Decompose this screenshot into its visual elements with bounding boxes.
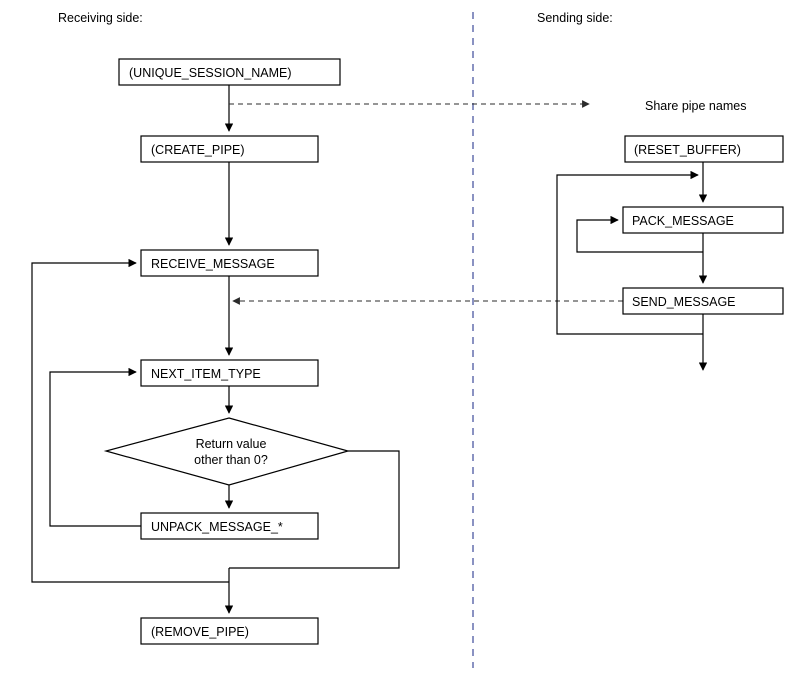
node-send-message[interactable]: SEND_MESSAGE: [622, 287, 784, 315]
share-pipe-names-label: Share pipe names: [645, 99, 746, 113]
node-label-next-item-type: NEXT_ITEM_TYPE: [151, 367, 261, 381]
node-remove-pipe[interactable]: (REMOVE_PIPE): [140, 617, 319, 645]
decision-label-line2: other than 0?: [194, 453, 268, 467]
node-label-remove-pipe: (REMOVE_PIPE): [151, 625, 249, 639]
node-create-pipe[interactable]: (CREATE_PIPE): [140, 135, 319, 163]
edge-decision-no-to-removepipe: [229, 450, 400, 569]
edge-unpack-loop-to-nextitem: [49, 367, 141, 527]
receiving-side-title: Receiving side:: [58, 11, 143, 25]
node-return-value-decision[interactable]: Return value other than 0?: [103, 417, 351, 486]
node-receive-message[interactable]: RECEIVE_MESSAGE: [140, 249, 319, 277]
node-unique-session-name[interactable]: (UNIQUE_SESSION_NAME): [118, 58, 341, 86]
node-unpack-message[interactable]: UNPACK_MESSAGE_*: [140, 512, 319, 540]
decision-label-line1: Return value: [196, 437, 267, 451]
node-label-pack-message: PACK_MESSAGE: [632, 214, 734, 228]
node-label-receive-message: RECEIVE_MESSAGE: [151, 257, 275, 271]
edge-pack-self-loop: [576, 215, 703, 253]
node-reset-buffer[interactable]: (RESET_BUFFER): [624, 135, 784, 163]
edge-outer-loop-to-receive: [31, 258, 229, 583]
node-label-unique-session-name: (UNIQUE_SESSION_NAME): [129, 66, 292, 80]
edge-send-loop-to-pack-junction: [556, 170, 703, 335]
node-label-reset-buffer: (RESET_BUFFER): [634, 143, 741, 157]
node-label-create-pipe: (CREATE_PIPE): [151, 143, 245, 157]
node-label-unpack-message: UNPACK_MESSAGE_*: [151, 520, 283, 534]
node-pack-message[interactable]: PACK_MESSAGE: [622, 206, 784, 234]
node-label-send-message: SEND_MESSAGE: [632, 295, 736, 309]
node-next-item-type[interactable]: NEXT_ITEM_TYPE: [140, 359, 319, 387]
sending-side-title: Sending side:: [537, 11, 613, 25]
